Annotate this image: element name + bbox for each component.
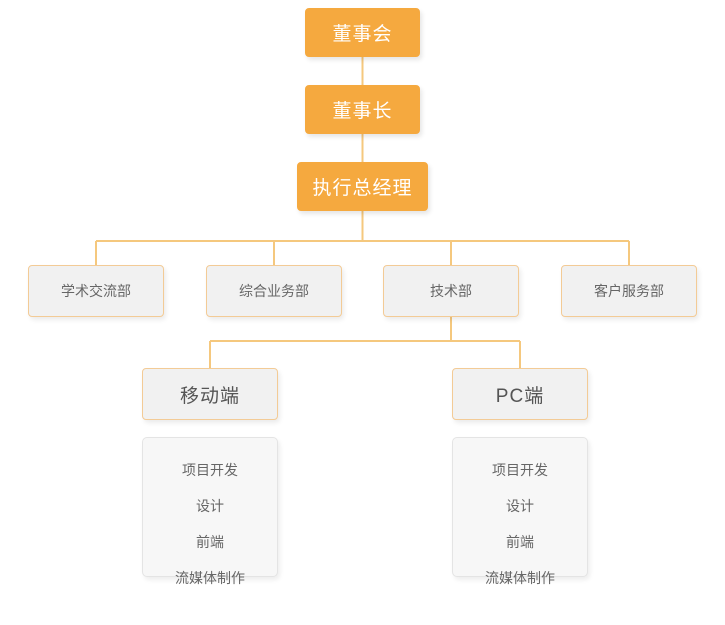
list-item[interactable]: 流媒体制作 bbox=[175, 570, 245, 586]
node-department-technology[interactable]: 技术部 bbox=[383, 265, 519, 317]
node-platform-label: PC端 bbox=[495, 385, 545, 407]
list-item[interactable]: 项目开发 bbox=[182, 462, 238, 478]
node-chairman[interactable]: 董事长 bbox=[305, 85, 420, 134]
list-item[interactable]: 项目开发 bbox=[492, 462, 548, 478]
node-department-integrated-business[interactable]: 综合业务部 bbox=[206, 265, 342, 317]
node-platform-mobile[interactable]: 移动端 bbox=[142, 368, 278, 420]
node-platform-pc[interactable]: PC端 bbox=[452, 368, 588, 420]
node-department-academic-exchange[interactable]: 学术交流部 bbox=[28, 265, 164, 317]
node-department-label: 学术交流部 bbox=[61, 283, 131, 299]
node-department-label: 客户服务部 bbox=[594, 283, 664, 299]
node-general-manager[interactable]: 执行总经理 bbox=[297, 162, 428, 211]
leaf-panel-mobile: 项目开发 设计 前端 流媒体制作 bbox=[142, 437, 278, 585]
node-board[interactable]: 董事会 bbox=[305, 8, 420, 57]
node-platform-label: 移动端 bbox=[179, 385, 240, 407]
node-department-customer-service[interactable]: 客户服务部 bbox=[561, 265, 697, 317]
node-general-manager-label: 执行总经理 bbox=[312, 178, 413, 199]
list-item[interactable]: 设计 bbox=[196, 498, 224, 514]
node-board-label: 董事会 bbox=[332, 24, 393, 45]
list-item[interactable]: 前端 bbox=[506, 534, 534, 550]
leaf-panel-pc: 项目开发 设计 前端 流媒体制作 bbox=[452, 437, 588, 585]
node-department-label: 综合业务部 bbox=[239, 283, 309, 299]
list-item[interactable]: 流媒体制作 bbox=[485, 570, 555, 586]
list-item[interactable]: 前端 bbox=[196, 534, 224, 550]
list-item[interactable]: 设计 bbox=[506, 498, 534, 514]
node-chairman-label: 董事长 bbox=[332, 101, 393, 122]
node-department-label: 技术部 bbox=[430, 283, 472, 299]
